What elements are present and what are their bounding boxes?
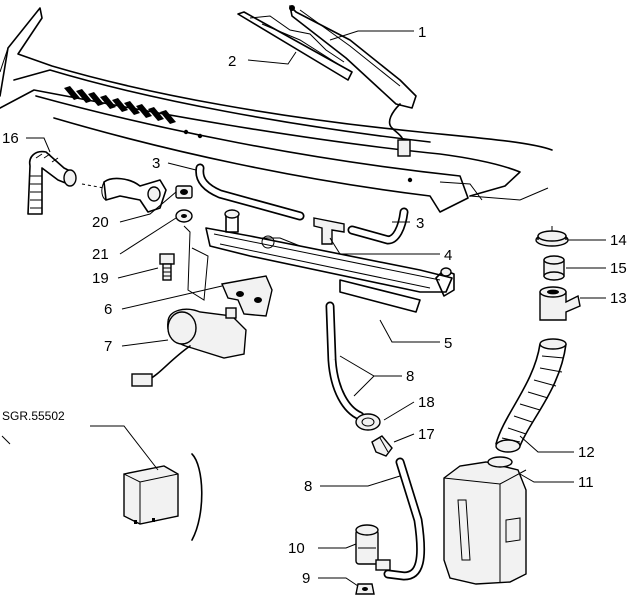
wiper-arm bbox=[289, 5, 417, 157]
reference-bracket-left bbox=[1, 435, 11, 445]
reference-bracket-right bbox=[191, 453, 203, 541]
callout-18: 18 bbox=[418, 394, 435, 411]
hose-clip bbox=[355, 413, 381, 431]
callout-labels: 1 2 3 3 4 5 6 7 8 8 9 10 11 12 13 14 15 … bbox=[2, 24, 627, 587]
filler-neck-hose bbox=[495, 338, 567, 453]
leader-lines bbox=[26, 30, 606, 587]
washer-hose-left bbox=[195, 163, 305, 221]
washer-hose-lower bbox=[383, 457, 426, 581]
reference-code: SGR.55502 bbox=[2, 409, 65, 423]
callout-2: 2 bbox=[228, 53, 236, 70]
callout-13: 13 bbox=[610, 290, 627, 307]
callout-1: 1 bbox=[418, 24, 426, 41]
callout-19: 19 bbox=[92, 270, 109, 287]
washer-hose-right bbox=[347, 207, 409, 245]
callout-16: 16 bbox=[2, 130, 19, 147]
callout-17: 17 bbox=[418, 426, 435, 443]
callout-7: 7 bbox=[104, 338, 112, 355]
t-connector bbox=[313, 217, 345, 245]
elbow-hose bbox=[27, 150, 77, 215]
spindle-bracket bbox=[81, 177, 167, 213]
washer-reservoir bbox=[443, 456, 527, 585]
wiper-motor bbox=[131, 307, 247, 387]
cowl-panel bbox=[0, 7, 553, 213]
callout-8-upper: 8 bbox=[406, 368, 414, 385]
bolt bbox=[159, 253, 175, 281]
callout-20: 20 bbox=[92, 214, 109, 231]
callout-12: 12 bbox=[578, 444, 595, 461]
callout-5: 5 bbox=[444, 335, 452, 352]
callout-3-left: 3 bbox=[152, 155, 160, 172]
callout-4: 4 bbox=[444, 247, 452, 264]
nut bbox=[175, 185, 193, 199]
callout-21: 21 bbox=[92, 246, 109, 263]
callout-8-lower: 8 bbox=[304, 478, 312, 495]
callout-11: 11 bbox=[578, 474, 594, 491]
relay-module bbox=[123, 465, 179, 525]
motor-bracket bbox=[221, 275, 273, 317]
filler-neck-adapter bbox=[539, 286, 581, 321]
callout-14: 14 bbox=[610, 232, 627, 249]
washer-pump bbox=[355, 524, 391, 571]
wiper-blade bbox=[237, 11, 353, 81]
filler-cap bbox=[535, 226, 569, 247]
filler-collar bbox=[543, 255, 565, 281]
callout-10: 10 bbox=[288, 540, 305, 557]
washer bbox=[175, 209, 193, 223]
washer-hose-long bbox=[325, 301, 365, 421]
cowl-vent-slots bbox=[64, 86, 413, 183]
callout-9: 9 bbox=[302, 570, 310, 587]
callout-3-right: 3 bbox=[416, 215, 424, 232]
callout-6: 6 bbox=[104, 301, 112, 318]
callout-15: 15 bbox=[610, 260, 627, 277]
check-valve bbox=[371, 435, 393, 457]
pump-grommet bbox=[355, 583, 375, 595]
wiper-linkage bbox=[205, 209, 455, 313]
